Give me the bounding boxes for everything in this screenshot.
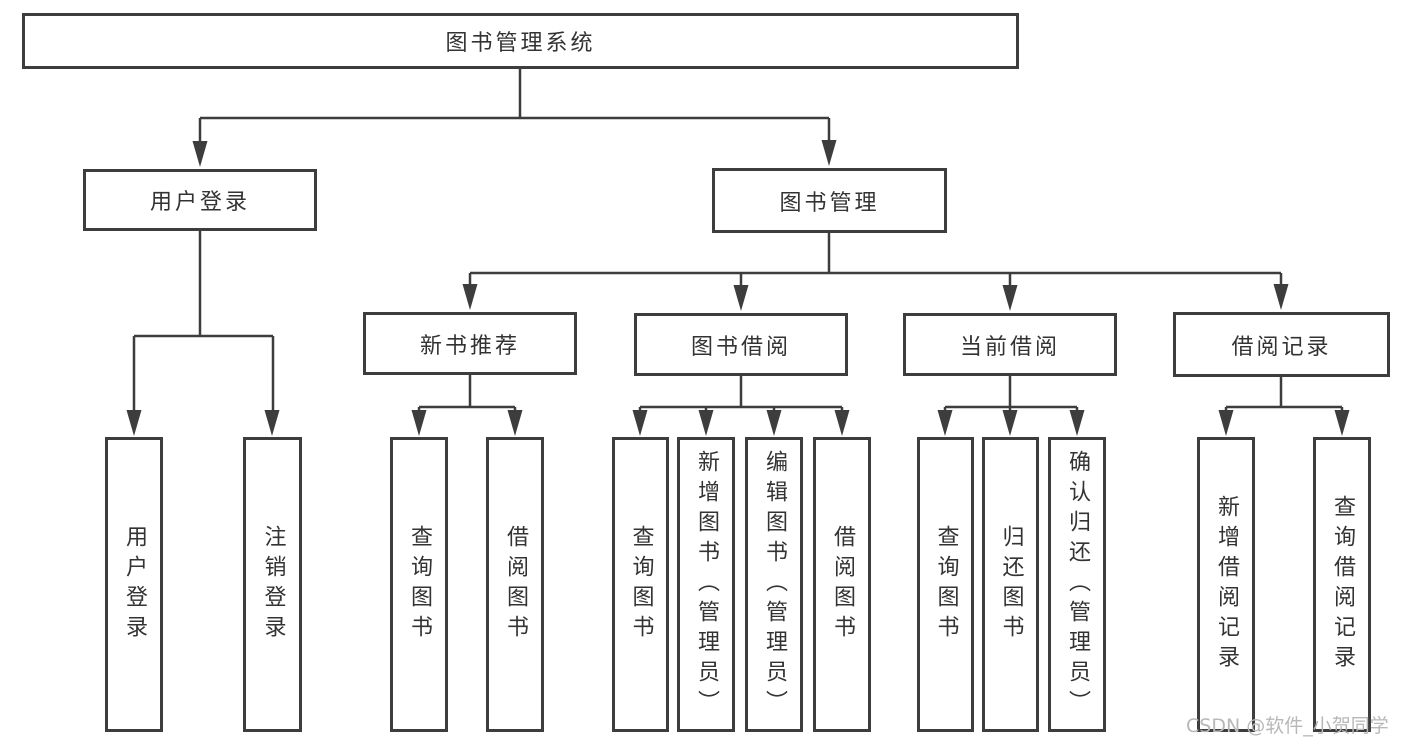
node-query-book-borrow: 查询图书 — [612, 437, 669, 732]
node-user-login-group: 用户登录 — [83, 169, 317, 231]
node-label: 借阅图书 — [830, 524, 855, 645]
node-label: 图书管理 — [779, 190, 880, 216]
node-add-borrow-record: 新增借阅记录 — [1197, 437, 1255, 732]
node-query-book-recommend: 查询图书 — [390, 437, 448, 732]
node-current-borrow: 当前借阅 — [903, 313, 1117, 376]
node-label: 编辑图书（管理员） — [762, 449, 787, 720]
node-query-borrow-record: 查询借阅记录 — [1313, 437, 1371, 732]
node-add-book-admin: 新增图书（管理员） — [677, 437, 735, 732]
node-label: 查询图书 — [933, 524, 959, 645]
node-borrow-records: 借阅记录 — [1173, 312, 1390, 377]
node-label: 新书推荐 — [419, 333, 520, 359]
node-label: 新增借阅记录 — [1214, 494, 1239, 675]
node-label: 查询图书 — [407, 524, 432, 645]
node-confirm-return-admin: 确认归还（管理员） — [1048, 437, 1106, 732]
node-label: 查询图书 — [628, 524, 654, 645]
node-query-book-current: 查询图书 — [917, 437, 974, 732]
node-label: 注销登录 — [260, 524, 286, 645]
node-book-management-group: 图书管理 — [712, 168, 947, 233]
node-label: 借阅图书 — [503, 524, 528, 645]
node-label: 查询借阅记录 — [1330, 494, 1355, 675]
node-label: 借阅记录 — [1231, 334, 1332, 360]
node-label: 归还图书 — [998, 524, 1024, 645]
node-edit-book-admin: 编辑图书（管理员） — [745, 437, 803, 732]
arrowheads — [126, 140, 1350, 436]
node-return-book: 归还图书 — [982, 437, 1039, 732]
node-label: 用户登录 — [149, 190, 250, 215]
node-label: 新增图书（管理员） — [694, 449, 719, 720]
node-borrow-book-recommend: 借阅图书 — [486, 437, 544, 732]
node-library-management-system: 图书管理系统 — [22, 13, 1019, 69]
node-label: 当前借阅 — [959, 334, 1060, 360]
node-logout: 注销登录 — [243, 437, 302, 732]
node-label: 用户登录 — [122, 524, 147, 645]
node-label: 图书管理系统 — [445, 31, 596, 56]
node-label: 确认归还（管理员） — [1065, 449, 1090, 720]
node-borrow-book: 借阅图书 — [813, 437, 871, 732]
node-label: 图书借阅 — [690, 334, 791, 360]
csdn-watermark: CSDN @软件_小贺同学 — [1186, 715, 1389, 737]
node-book-borrow: 图书借阅 — [634, 313, 848, 376]
node-new-book-recommend: 新书推荐 — [363, 312, 577, 375]
node-user-login: 用户登录 — [105, 437, 163, 732]
